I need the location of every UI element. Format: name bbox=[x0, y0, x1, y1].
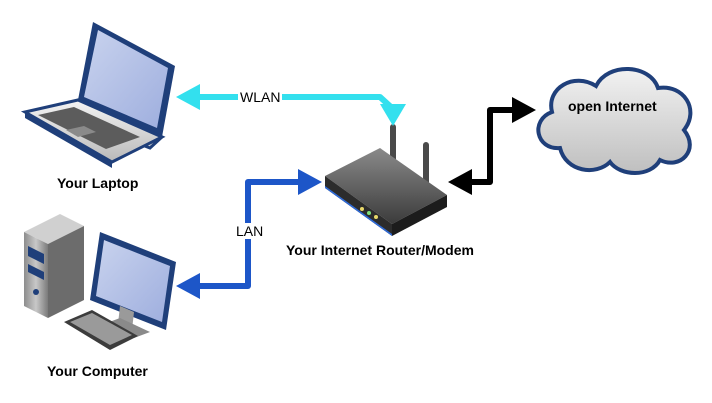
desktop-computer-icon bbox=[24, 214, 176, 350]
internet-connection bbox=[448, 97, 536, 195]
computer-label: Your Computer bbox=[47, 363, 148, 379]
router-icon bbox=[325, 124, 447, 236]
lan-label: LAN bbox=[234, 223, 266, 239]
laptop-label: Your Laptop bbox=[57, 175, 139, 191]
router-label: Your Internet Router/Modem bbox=[286, 242, 474, 258]
internet-label: open Internet bbox=[568, 98, 657, 114]
wlan-connection bbox=[176, 84, 406, 126]
cloud-icon bbox=[536, 67, 693, 175]
laptop-icon bbox=[20, 22, 175, 168]
wlan-label: WLAN bbox=[238, 89, 283, 105]
